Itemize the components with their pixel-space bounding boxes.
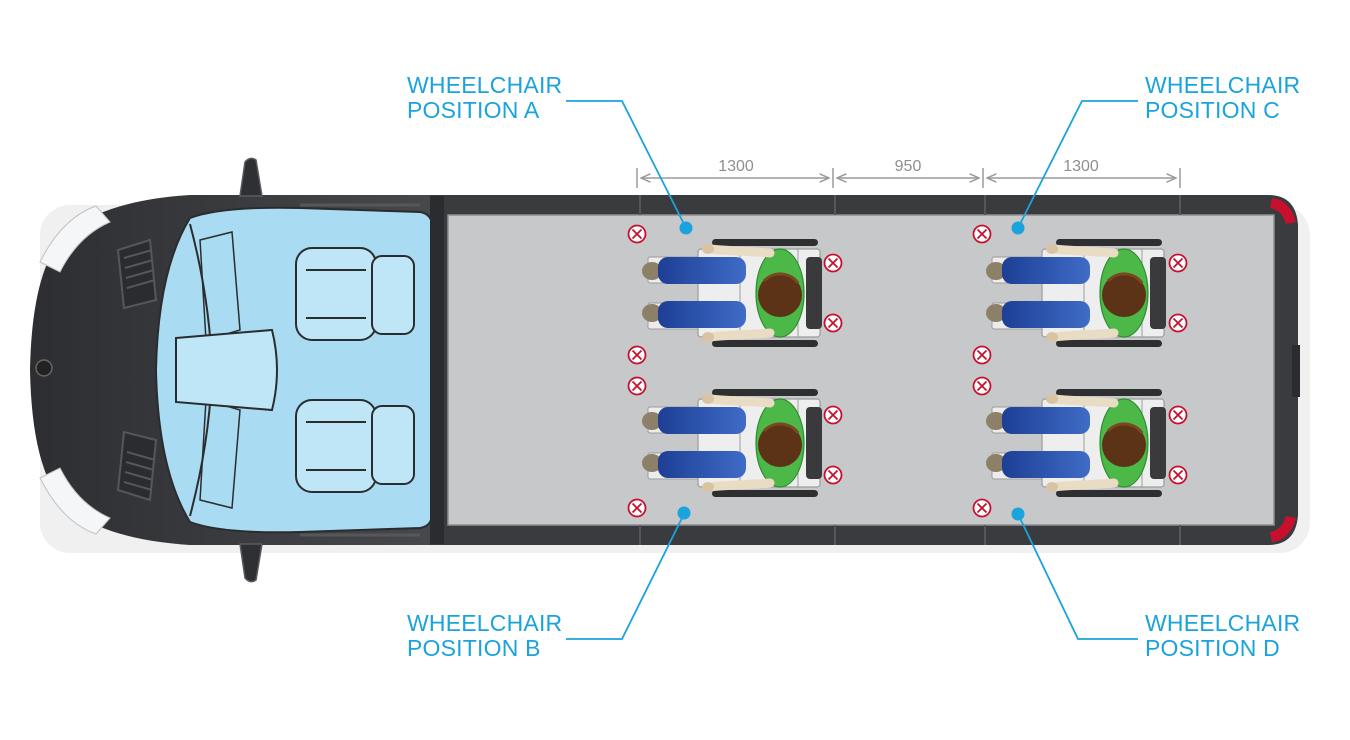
callout-a-line2: POSITION A <box>407 97 540 123</box>
callout-position-b: WHEELCHAIR POSITION B <box>407 610 562 661</box>
passenger-seat <box>295 399 415 493</box>
callout-c-line1: WHEELCHAIR <box>1145 72 1300 98</box>
callout-leaders <box>566 100 1138 640</box>
dimension-label-gap: 950 <box>895 158 922 175</box>
headlight-bottom <box>39 467 111 535</box>
anchor-point-icon <box>1168 405 1188 425</box>
hood-vent-top <box>116 238 158 310</box>
callout-dot-icon <box>677 506 691 520</box>
dimension-lines: 1300 950 1300 <box>636 158 1181 188</box>
callout-b-line1: WHEELCHAIR <box>407 610 562 636</box>
anchor-point-icon <box>823 465 843 485</box>
anchor-point-icon <box>1168 313 1188 333</box>
callout-c-line2: POSITION C <box>1145 97 1280 123</box>
anchor-point-icon <box>1168 465 1188 485</box>
callout-dots <box>677 221 1025 521</box>
anchor-point-icon <box>972 498 992 518</box>
callout-position-c: WHEELCHAIR POSITION C <box>1145 72 1300 123</box>
hood-vent-bottom <box>116 430 158 502</box>
mirror-top <box>239 157 263 197</box>
anchor-point-icon <box>823 405 843 425</box>
anchor-point-icon <box>627 345 647 365</box>
badge-icon <box>35 359 53 377</box>
anchor-point-icon <box>972 376 992 396</box>
headlight-top <box>39 205 111 273</box>
callout-dot-icon <box>1011 221 1025 235</box>
anchor-point-icon <box>823 253 843 273</box>
anchor-point-icon <box>627 498 647 518</box>
rear-step <box>1292 345 1300 397</box>
anchor-point-icon <box>1168 253 1188 273</box>
callout-a-line1: WHEELCHAIR <box>407 72 562 98</box>
mirror-bottom <box>239 543 263 583</box>
callout-b-line2: POSITION B <box>407 635 541 661</box>
callout-d-line2: POSITION D <box>1145 635 1280 661</box>
centre-console <box>175 328 278 412</box>
anchor-point-icon <box>972 224 992 244</box>
tail-light-top <box>1270 198 1296 224</box>
anchor-point-icon <box>627 224 647 244</box>
anchor-point-icon <box>627 376 647 396</box>
tail-light-bottom <box>1270 516 1296 542</box>
anchor-point-icon <box>823 313 843 333</box>
floor-rails <box>639 195 1181 545</box>
callout-dot-icon <box>679 221 693 235</box>
callout-dot-icon <box>1011 507 1025 521</box>
dimension-label-a: 1300 <box>718 158 754 175</box>
callout-position-d: WHEELCHAIR POSITION D <box>1145 610 1300 661</box>
callout-position-a: WHEELCHAIR POSITION A <box>407 72 562 123</box>
dimension-label-c: 1300 <box>1063 158 1099 175</box>
callout-d-line1: WHEELCHAIR <box>1145 610 1300 636</box>
driver-seat <box>295 247 415 341</box>
anchor-point-icon <box>972 345 992 365</box>
